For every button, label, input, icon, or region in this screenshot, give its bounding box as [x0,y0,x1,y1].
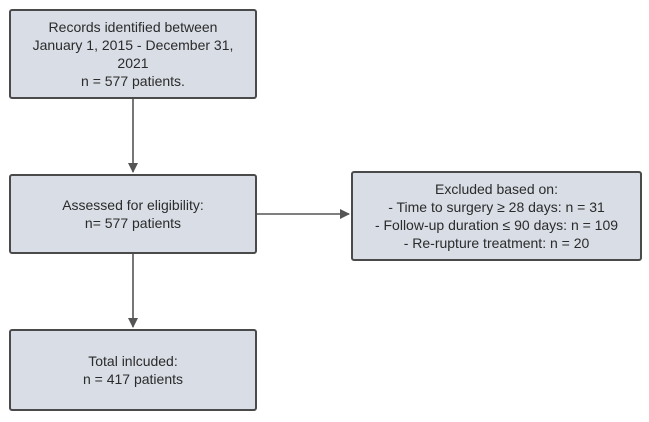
excluded-reason-follow-up: - Follow-up duration ≤ 90 days: n = 109 [374,217,619,233]
assessed-eligibility-box: Assessed for eligibility: n= 577 patient… [9,174,257,254]
records-line-2: January 1, 2015 - December 31, [32,37,234,53]
records-identified-box: Records identified between January 1, 20… [9,9,257,99]
included-label: Total inlcuded: [88,353,178,369]
excluded-heading: Excluded based on: [435,181,558,197]
records-count: n = 577 patients. [81,73,185,89]
excluded-box: Excluded based on: - Time to surgery ≥ 2… [351,171,642,261]
records-line-3: 2021 [117,55,149,71]
excluded-reason-time-to-surgery: - Time to surgery ≥ 28 days: n = 31 [388,199,605,215]
excluded-reason-re-rupture: - Re-rupture treatment: n = 20 [403,235,590,251]
total-included-box: Total inlcuded: n = 417 patients [9,329,257,411]
assessed-label: Assessed for eligibility: [62,197,204,213]
assessed-count: n= 577 patients [84,215,182,231]
included-count: n = 417 patients [82,371,184,387]
records-line-1: Records identified between [48,19,218,35]
